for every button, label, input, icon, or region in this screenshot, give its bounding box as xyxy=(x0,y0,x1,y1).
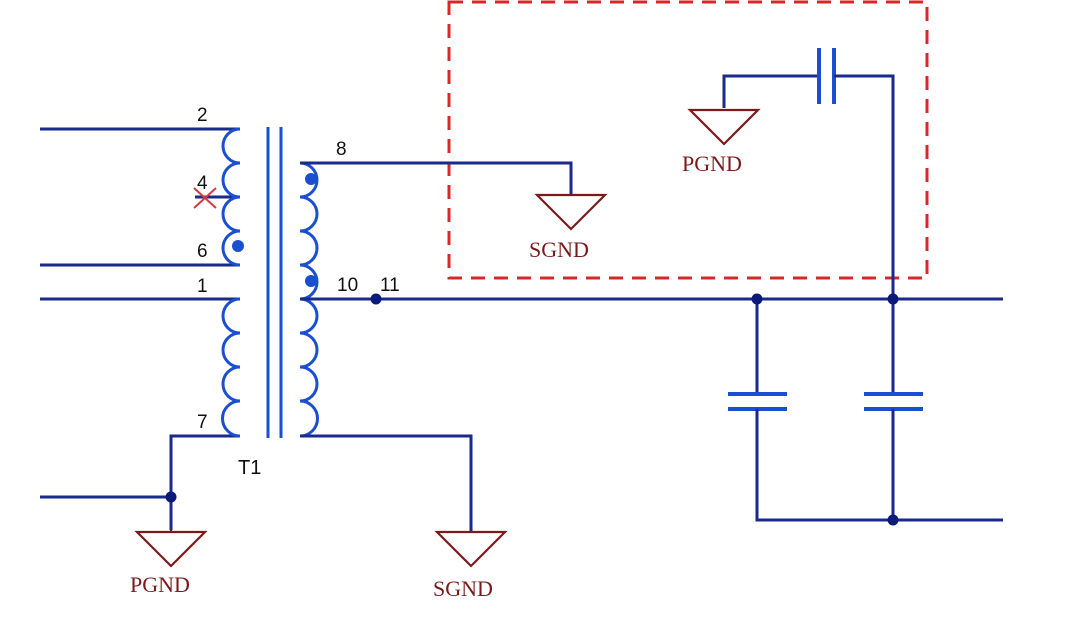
output-cap-right xyxy=(864,299,923,520)
sgnd-symbol-box xyxy=(534,193,608,231)
pgnd-label-left: PGND xyxy=(130,572,190,597)
secondary-coil-upper xyxy=(299,161,319,301)
junction-dot xyxy=(751,293,763,305)
polarity-dot-secondary-lower xyxy=(305,275,317,287)
pin-label-11: 11 xyxy=(380,275,400,296)
sgnd-label-box: SGND xyxy=(529,237,589,262)
junction-dot xyxy=(887,514,899,526)
no-connect-marker xyxy=(193,187,217,209)
pgnd-symbol-left xyxy=(134,530,208,568)
sgnd-label-center: SGND xyxy=(433,576,493,601)
junction-dot xyxy=(887,293,899,305)
pgnd-label-box: PGND xyxy=(682,151,742,176)
secondary-wires xyxy=(300,161,1003,532)
transformer-ref-label: T1 xyxy=(238,457,261,479)
junction-dot xyxy=(370,293,382,305)
y-capacitor xyxy=(722,48,895,299)
primary-coil-lower xyxy=(221,297,241,438)
output-cap-left xyxy=(728,299,1003,522)
pin-label-1: 1 xyxy=(197,276,208,297)
pin-label-10: 10 xyxy=(337,275,358,296)
polarity-dot-primary xyxy=(232,240,244,252)
sgnd-symbol-center xyxy=(434,530,508,568)
secondary-coil-lower xyxy=(299,297,319,438)
pin-label-8: 8 xyxy=(336,139,347,160)
pgnd-symbol-box xyxy=(687,108,761,146)
primary-coil-upper xyxy=(221,127,241,267)
pin-label-6: 6 xyxy=(197,241,208,262)
polarity-dot-secondary-upper xyxy=(305,173,317,185)
junction-dot xyxy=(165,491,177,503)
pin-label-4: 4 xyxy=(197,173,208,194)
pin-label-2: 2 xyxy=(197,105,208,126)
highlight-box xyxy=(447,0,929,280)
primary-wires xyxy=(40,127,240,530)
pin-label-7: 7 xyxy=(197,412,208,433)
